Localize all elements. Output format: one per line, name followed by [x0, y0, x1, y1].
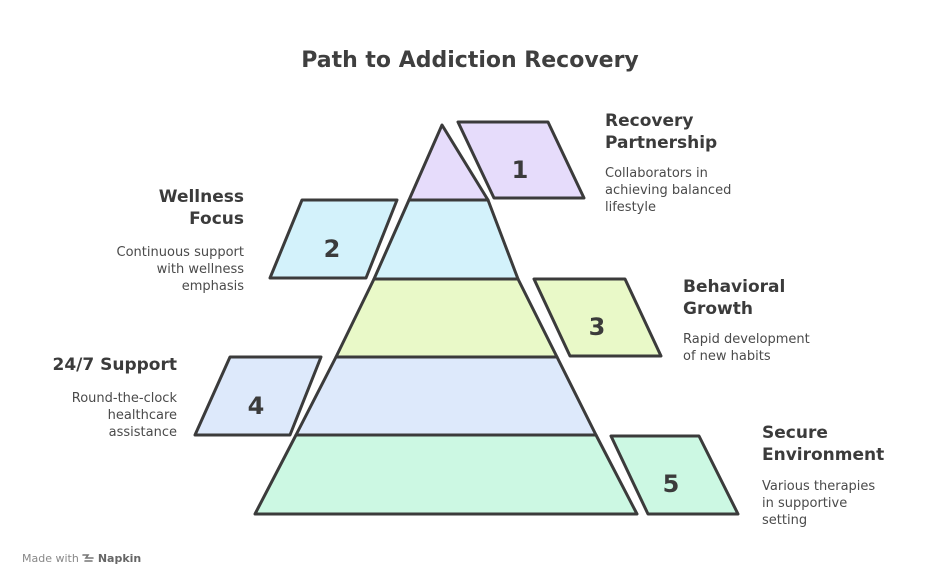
- step-1-number: 1: [512, 156, 529, 184]
- step-5-title-line1: Secure: [762, 423, 828, 443]
- step-3-desc-line1: Rapid development: [683, 332, 810, 347]
- step-4-number: 4: [248, 392, 265, 420]
- step-5-title: Secure Environment: [762, 422, 940, 466]
- step-2-desc-line1: Continuous support: [116, 245, 244, 260]
- step-2-description: Continuous support with wellness emphasi…: [74, 244, 244, 295]
- step-2-title: Wellness Focus: [44, 186, 244, 230]
- step-4-desc-line2: healthcare: [107, 408, 177, 423]
- step-3-title-line2: Growth: [683, 299, 753, 319]
- step-2-title-line2: Focus: [189, 209, 244, 229]
- step-4-tab: [193, 355, 323, 437]
- step-1-title-line2: Partnership: [605, 133, 718, 153]
- pyramid-level-2: [372, 198, 520, 281]
- step-2-number: 2: [324, 235, 341, 263]
- step-4-title: 24/7 Support: [0, 354, 178, 376]
- step-4-description: Round-the-clock healthcare assistance: [7, 390, 177, 441]
- step-5-description: Various therapies in supportive setting: [762, 478, 932, 529]
- step-5-title-line2: Environment: [762, 445, 885, 465]
- napkin-brand[interactable]: Napkin: [97, 552, 142, 565]
- page-title: Path to Addiction Recovery: [301, 48, 639, 73]
- step-1-title-line1: Recovery: [605, 111, 694, 131]
- step-5-number: 5: [663, 470, 680, 498]
- step-3-description: Rapid development of new habits: [683, 331, 853, 365]
- step-2-desc-line2: with wellness: [156, 262, 244, 277]
- napkin-logo-icon: [82, 552, 98, 565]
- step-2-desc-line3: emphasis: [181, 279, 244, 294]
- step-1-description: Collaborators in achieving balanced life…: [605, 165, 775, 216]
- step-1-title: Recovery Partnership: [605, 110, 805, 154]
- step-1-tab: [456, 120, 586, 200]
- step-3-desc-line2: of new habits: [683, 349, 771, 364]
- step-5-tab: [609, 434, 740, 516]
- pyramid-level-3: [334, 277, 559, 359]
- pyramid-level-4: [294, 355, 598, 437]
- step-3-number: 3: [589, 313, 606, 341]
- step-4-title-line1: 24/7 Support: [52, 355, 178, 375]
- step-3-tab: [532, 277, 663, 358]
- step-4-desc-line3: assistance: [108, 425, 177, 440]
- step-3-title-line1: Behavioral: [683, 277, 786, 297]
- step-5-desc-line3: setting: [762, 513, 808, 528]
- step-2-tab: [268, 198, 399, 280]
- step-5-desc-line1: Various therapies: [762, 479, 876, 494]
- footer-made-with: Made with Napkin: [22, 552, 141, 565]
- step-3-title: Behavioral Growth: [683, 276, 883, 320]
- step-4-desc-line1: Round-the-clock: [71, 391, 177, 406]
- step-1-desc-line1: Collaborators in: [605, 166, 708, 181]
- step-5-desc-line2: in supportive: [762, 496, 848, 511]
- step-1-desc-line2: achieving balanced: [605, 183, 732, 198]
- pyramid-level-5: [253, 433, 639, 516]
- step-1-desc-line3: lifestyle: [605, 200, 656, 215]
- step-2-title-line1: Wellness: [158, 187, 244, 207]
- made-with-label: Made with: [22, 552, 79, 565]
